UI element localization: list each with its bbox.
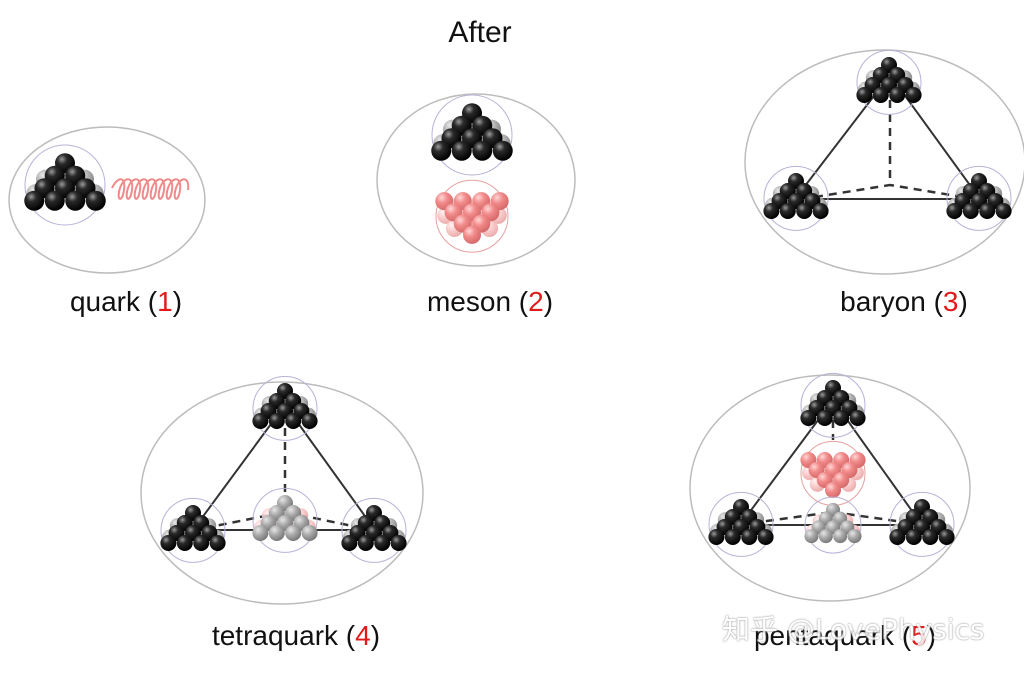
pentaquark-cluster-center-sphere [833, 529, 847, 543]
label-quark-number: 1 [157, 286, 173, 317]
baryon-cluster-right-sphere [946, 203, 962, 219]
tetraquark-cluster-center-sphere [269, 525, 285, 541]
baryon-cluster-left [763, 166, 828, 230]
pentaquark-cluster-center-sphere [819, 529, 833, 543]
pentaquark-cluster-right-sphere [922, 529, 938, 545]
label-quark: quark (1) [70, 288, 182, 316]
tetraquark-cluster-right-sphere [341, 535, 357, 551]
baryon-cluster-left-sphere [780, 203, 796, 219]
meson-quark-cluster-sphere [472, 141, 492, 161]
quark-cluster-sphere [45, 191, 65, 211]
pentaquark-cluster-left-sphere [725, 529, 741, 545]
tetraquark-cluster-right-sphere [358, 535, 374, 551]
pentaquark-cluster-top-sphere [800, 410, 816, 426]
tetraquark-cluster-left-sphere [193, 535, 209, 551]
baryon-cluster-right-sphere [996, 203, 1012, 219]
pentaquark-cluster-left [708, 492, 773, 556]
gluon-spring [112, 179, 188, 199]
baryon-cluster-top-sphere [873, 87, 889, 103]
pentaquark-cluster-center [804, 497, 861, 553]
label-tetraquark-number: 4 [355, 620, 371, 651]
pentaquark-antiquark-cluster-sphere [825, 482, 841, 498]
tetraquark-cluster-center [252, 488, 317, 552]
pentaquark-cluster-left-sphere [758, 529, 774, 545]
quark-cluster [24, 145, 106, 225]
baryon-cluster-right-sphere [963, 203, 979, 219]
label-meson-number: 2 [528, 286, 544, 317]
quark-cluster-sphere [86, 191, 106, 211]
meson-quark-cluster-sphere [431, 141, 451, 161]
quark-cluster-sphere [24, 191, 44, 211]
meson-antiquark-cluster-sphere [463, 226, 481, 244]
label-baryon-number: 3 [943, 286, 959, 317]
meson-quark-cluster-sphere [452, 141, 472, 161]
pentaquark-cluster-right-sphere [939, 529, 955, 545]
baryon-cluster-left-sphere [796, 203, 812, 219]
tetraquark-cluster-center-sphere [285, 525, 301, 541]
pentaquark-cluster-left-sphere [708, 529, 724, 545]
tetraquark-cluster-top-sphere [252, 413, 268, 429]
pentaquark-antiquark-cluster [800, 441, 865, 505]
tetraquark-cluster-center-sphere [252, 525, 268, 541]
meson-quark-cluster [431, 95, 513, 175]
baryon-cluster-right [946, 166, 1011, 230]
pentaquark-cluster-center-sphere [804, 529, 818, 543]
pentaquark-cluster-right-sphere [889, 529, 905, 545]
tetraquark-cluster-right-sphere [391, 535, 407, 551]
tetraquark-cluster-top-sphere [269, 413, 285, 429]
baryon-cluster-top-sphere [856, 87, 872, 103]
tetraquark-cluster-left-sphere [160, 535, 176, 551]
tetraquark-cluster-top-sphere [285, 413, 301, 429]
pentaquark-cluster-left-sphere [741, 529, 757, 545]
tetraquark-cluster-left-sphere [177, 535, 193, 551]
diagram-title: After [448, 16, 511, 50]
tetraquark-cluster-top-sphere [302, 413, 318, 429]
baryon-cluster-left-sphere [813, 203, 829, 219]
pentaquark-cluster-top-sphere [817, 410, 833, 426]
watermark: 知乎 @LovePhysics [722, 608, 985, 648]
meson-antiquark-cluster [435, 180, 508, 252]
tetraquark-cluster-left-sphere [210, 535, 226, 551]
label-baryon: baryon (3) [840, 288, 968, 316]
baryon-cluster-left-sphere [763, 203, 779, 219]
pentaquark-cluster-center-sphere [848, 529, 862, 543]
pentaquark-cluster-top-sphere [850, 410, 866, 426]
pentaquark-cluster-right-sphere [906, 529, 922, 545]
tetraquark-cluster-center-sphere [302, 525, 318, 541]
tetraquark-cluster-right-sphere [374, 535, 390, 551]
baryon-cluster-right-sphere [979, 203, 995, 219]
label-meson: meson (2) [427, 288, 553, 316]
baryon-cluster-top-sphere [889, 87, 905, 103]
label-tetraquark: tetraquark (4) [212, 622, 380, 650]
pentaquark-cluster-top-sphere [833, 410, 849, 426]
pentaquark-cluster-right [889, 492, 954, 556]
quark-cluster-sphere [65, 191, 85, 211]
tetraquark-cluster-right [341, 498, 406, 562]
meson-quark-cluster-sphere [493, 141, 513, 161]
baryon-cluster-top-sphere [906, 87, 922, 103]
tetraquark-cluster-left [160, 498, 225, 562]
